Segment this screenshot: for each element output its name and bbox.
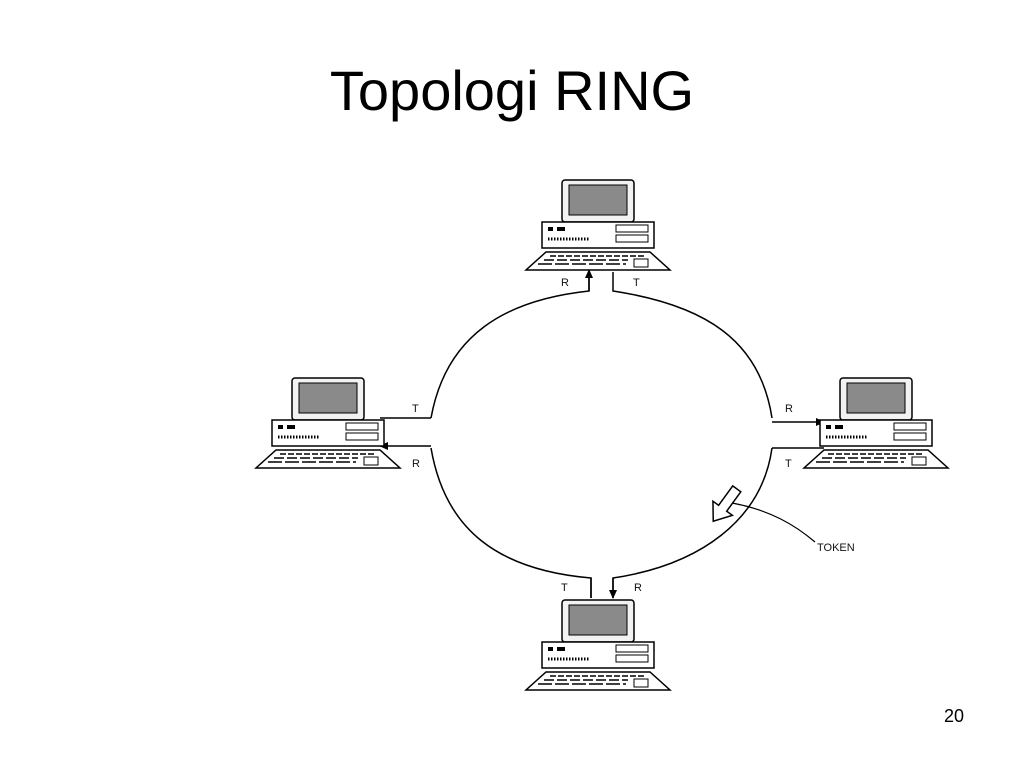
- ring-segment-right-bottom: [612, 447, 773, 598]
- computer-bottom: [524, 598, 672, 692]
- bottom-receive-label: R: [634, 582, 642, 594]
- computer-left: [254, 376, 402, 470]
- ring-segment-bottom-left: [430, 447, 592, 598]
- token-label: TOKEN: [817, 542, 855, 554]
- left-receive-label: R: [412, 458, 420, 470]
- slide-number: 20: [943, 706, 964, 726]
- left-transmit-label: T: [412, 403, 419, 415]
- top-transmit-label: T: [633, 277, 640, 289]
- node-links: [379, 269, 825, 599]
- slide-title: Topologi RING: [329, 59, 695, 122]
- ring-cable: [430, 272, 773, 598]
- computer-right: [802, 376, 950, 470]
- token-callout-line: [731, 502, 816, 543]
- right-transmit-label: T: [785, 458, 792, 470]
- ring-segment-left-top: [430, 272, 590, 419]
- top-receive-label: R: [561, 277, 569, 289]
- ring-segment-top-right: [612, 272, 773, 419]
- token-arrow-icon: [712, 484, 742, 523]
- right-receive-label: R: [785, 403, 793, 415]
- bottom-transmit-label: T: [561, 582, 568, 594]
- computer-top: [524, 178, 672, 272]
